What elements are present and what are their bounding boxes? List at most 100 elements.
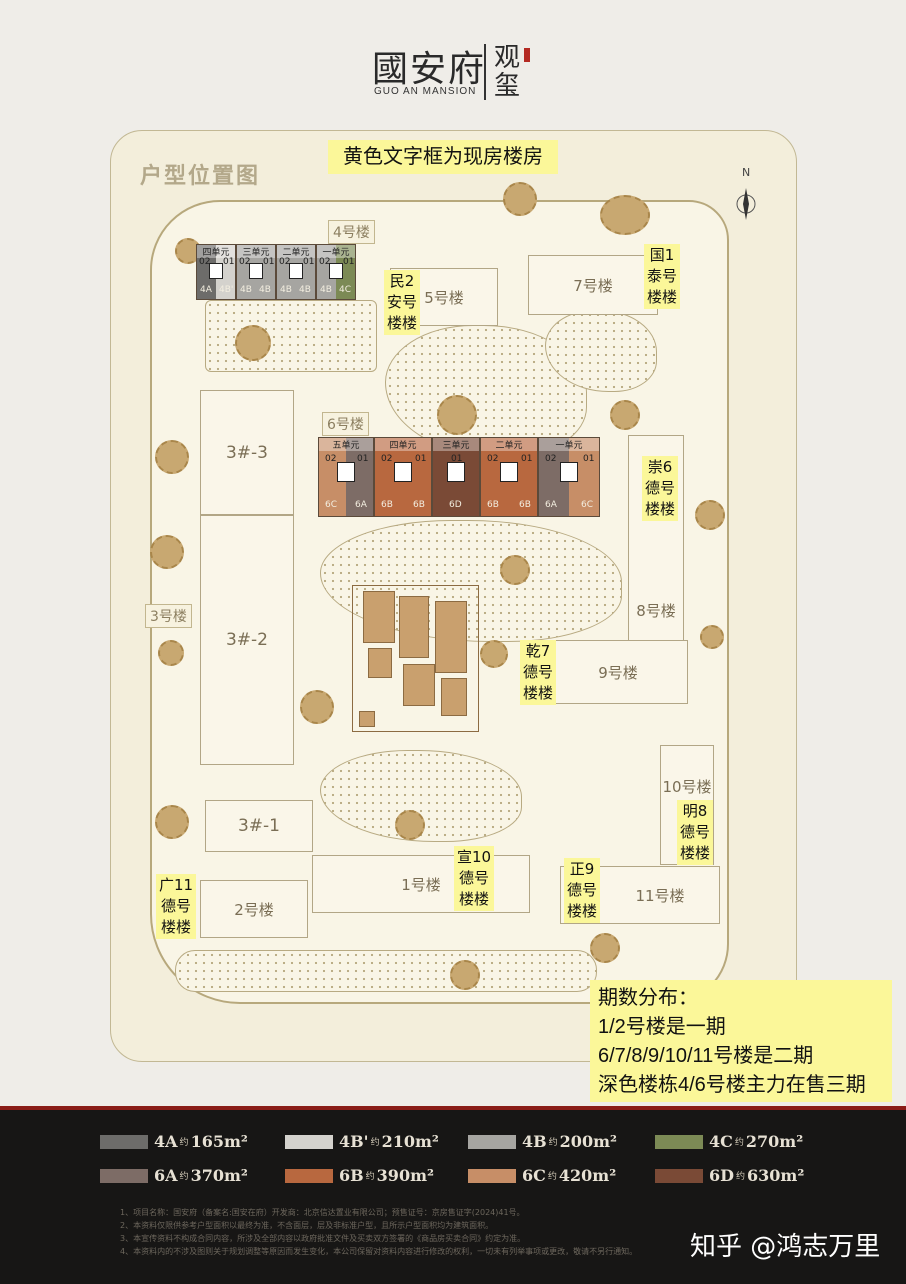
logo-side-title: 观玺 xyxy=(494,43,521,101)
building-7: 7号楼 xyxy=(528,255,658,315)
unit-core xyxy=(560,462,578,482)
courtyard-complex xyxy=(352,585,479,732)
unit-type-code: 4A xyxy=(200,285,212,295)
unit-core xyxy=(289,263,303,279)
building-3-label: 3号楼 xyxy=(145,604,192,628)
courtyard-block xyxy=(435,601,467,673)
unit-type-code: 4C xyxy=(339,285,352,295)
legend-code: 4B' xyxy=(339,1132,369,1151)
building-3-1-label: 3#-1 xyxy=(237,816,280,836)
unit-type-code: 6B xyxy=(413,500,425,510)
unit-type-code: 4B xyxy=(259,285,271,295)
phase-line: 6/7/8/9/10/11号楼是二期 xyxy=(598,1045,814,1067)
building-8-label: 8号楼 xyxy=(636,601,676,620)
unit-core xyxy=(394,462,412,482)
legend-approx: 约 xyxy=(547,1172,557,1182)
courtyard-block xyxy=(359,711,375,727)
unit-name: 三单元 xyxy=(237,245,275,258)
legend-approx: 约 xyxy=(370,1138,380,1148)
unit-core xyxy=(337,462,355,482)
building-4-label: 4号楼 xyxy=(328,220,375,244)
unit-type-code: 4B xyxy=(280,285,292,295)
building-10-label: 10号楼 xyxy=(662,778,712,796)
legend-code: 6C xyxy=(522,1166,546,1185)
legend-approx: 约 xyxy=(736,1172,746,1182)
building-3-2-label: 3#-2 xyxy=(225,630,268,650)
unit-number: 02 xyxy=(239,257,251,267)
compass-label: N xyxy=(742,166,751,179)
unit-type-code: 6C xyxy=(581,500,594,510)
tree xyxy=(395,810,425,840)
unit-core xyxy=(329,263,343,279)
tree xyxy=(480,640,508,668)
tree xyxy=(700,625,724,649)
tree xyxy=(158,640,184,666)
legend-swatch xyxy=(655,1168,703,1183)
legend-area: 165m² xyxy=(190,1132,248,1151)
building-9-label: 9号楼 xyxy=(598,663,638,682)
unit-core xyxy=(249,263,263,279)
unit-name: 二单元 xyxy=(481,438,537,451)
unit-number: 01 xyxy=(521,454,533,464)
unit-number: 01 xyxy=(263,257,275,267)
unit-name: 五单元 xyxy=(319,438,373,451)
unit-name: 四单元 xyxy=(375,438,431,451)
banner-note: 黄色文字框为现房楼房 xyxy=(328,140,558,174)
building-2: 2号楼 xyxy=(200,880,308,938)
unit-core xyxy=(500,462,518,482)
unit-number: 02 xyxy=(325,454,337,464)
tree xyxy=(600,195,650,235)
courtyard-block xyxy=(441,678,467,716)
building-3-1: 3#-1 xyxy=(205,800,313,852)
watermark: 知乎 @鸿志万里 xyxy=(690,1232,881,1262)
building-9: 9号楼 xyxy=(548,640,688,704)
building-7-label: 7号楼 xyxy=(573,276,613,295)
legend-code: 6D xyxy=(709,1166,735,1185)
logo-seal xyxy=(524,48,530,62)
legend-area: 420m² xyxy=(558,1166,617,1185)
tree xyxy=(150,535,184,569)
unit-number: 01 xyxy=(303,257,315,267)
garden-northeast xyxy=(545,310,657,392)
unit-number: 01 xyxy=(583,454,595,464)
legend-swatch xyxy=(100,1134,148,1149)
unit-number: 01 xyxy=(357,454,369,464)
unit-type-code: 6A xyxy=(355,500,367,510)
legend-swatch xyxy=(655,1134,703,1149)
legend-swatch xyxy=(468,1134,516,1149)
unit-number: 01 xyxy=(451,454,463,464)
legend-swatch xyxy=(285,1168,333,1183)
courtyard-block xyxy=(403,664,435,706)
legend-code: 4B xyxy=(522,1132,547,1151)
unit-number: 02 xyxy=(381,454,393,464)
tree xyxy=(300,690,334,724)
legend-code: 4A xyxy=(154,1132,178,1151)
unit-number: 02 xyxy=(545,454,557,464)
unit-type-code: 4B' xyxy=(219,285,234,295)
legend-swatch xyxy=(468,1168,516,1183)
unit-name: 二单元 xyxy=(277,245,315,258)
legend-area: 200m² xyxy=(559,1132,618,1151)
unit-name: 一单元 xyxy=(317,245,355,258)
compass-icon xyxy=(736,188,756,220)
tree xyxy=(695,500,725,530)
building-1-label: 1号楼 xyxy=(401,875,441,894)
unit-type-code: 6B xyxy=(381,500,393,510)
legend-approx: 约 xyxy=(365,1172,375,1182)
unit-name: 三单元 xyxy=(433,438,479,451)
phase-line: 1/2号楼是一期 xyxy=(598,1016,726,1038)
legend-area: 370m² xyxy=(190,1166,248,1185)
legend-area: 210m² xyxy=(381,1132,439,1151)
unit-type-code: 4B xyxy=(240,285,252,295)
